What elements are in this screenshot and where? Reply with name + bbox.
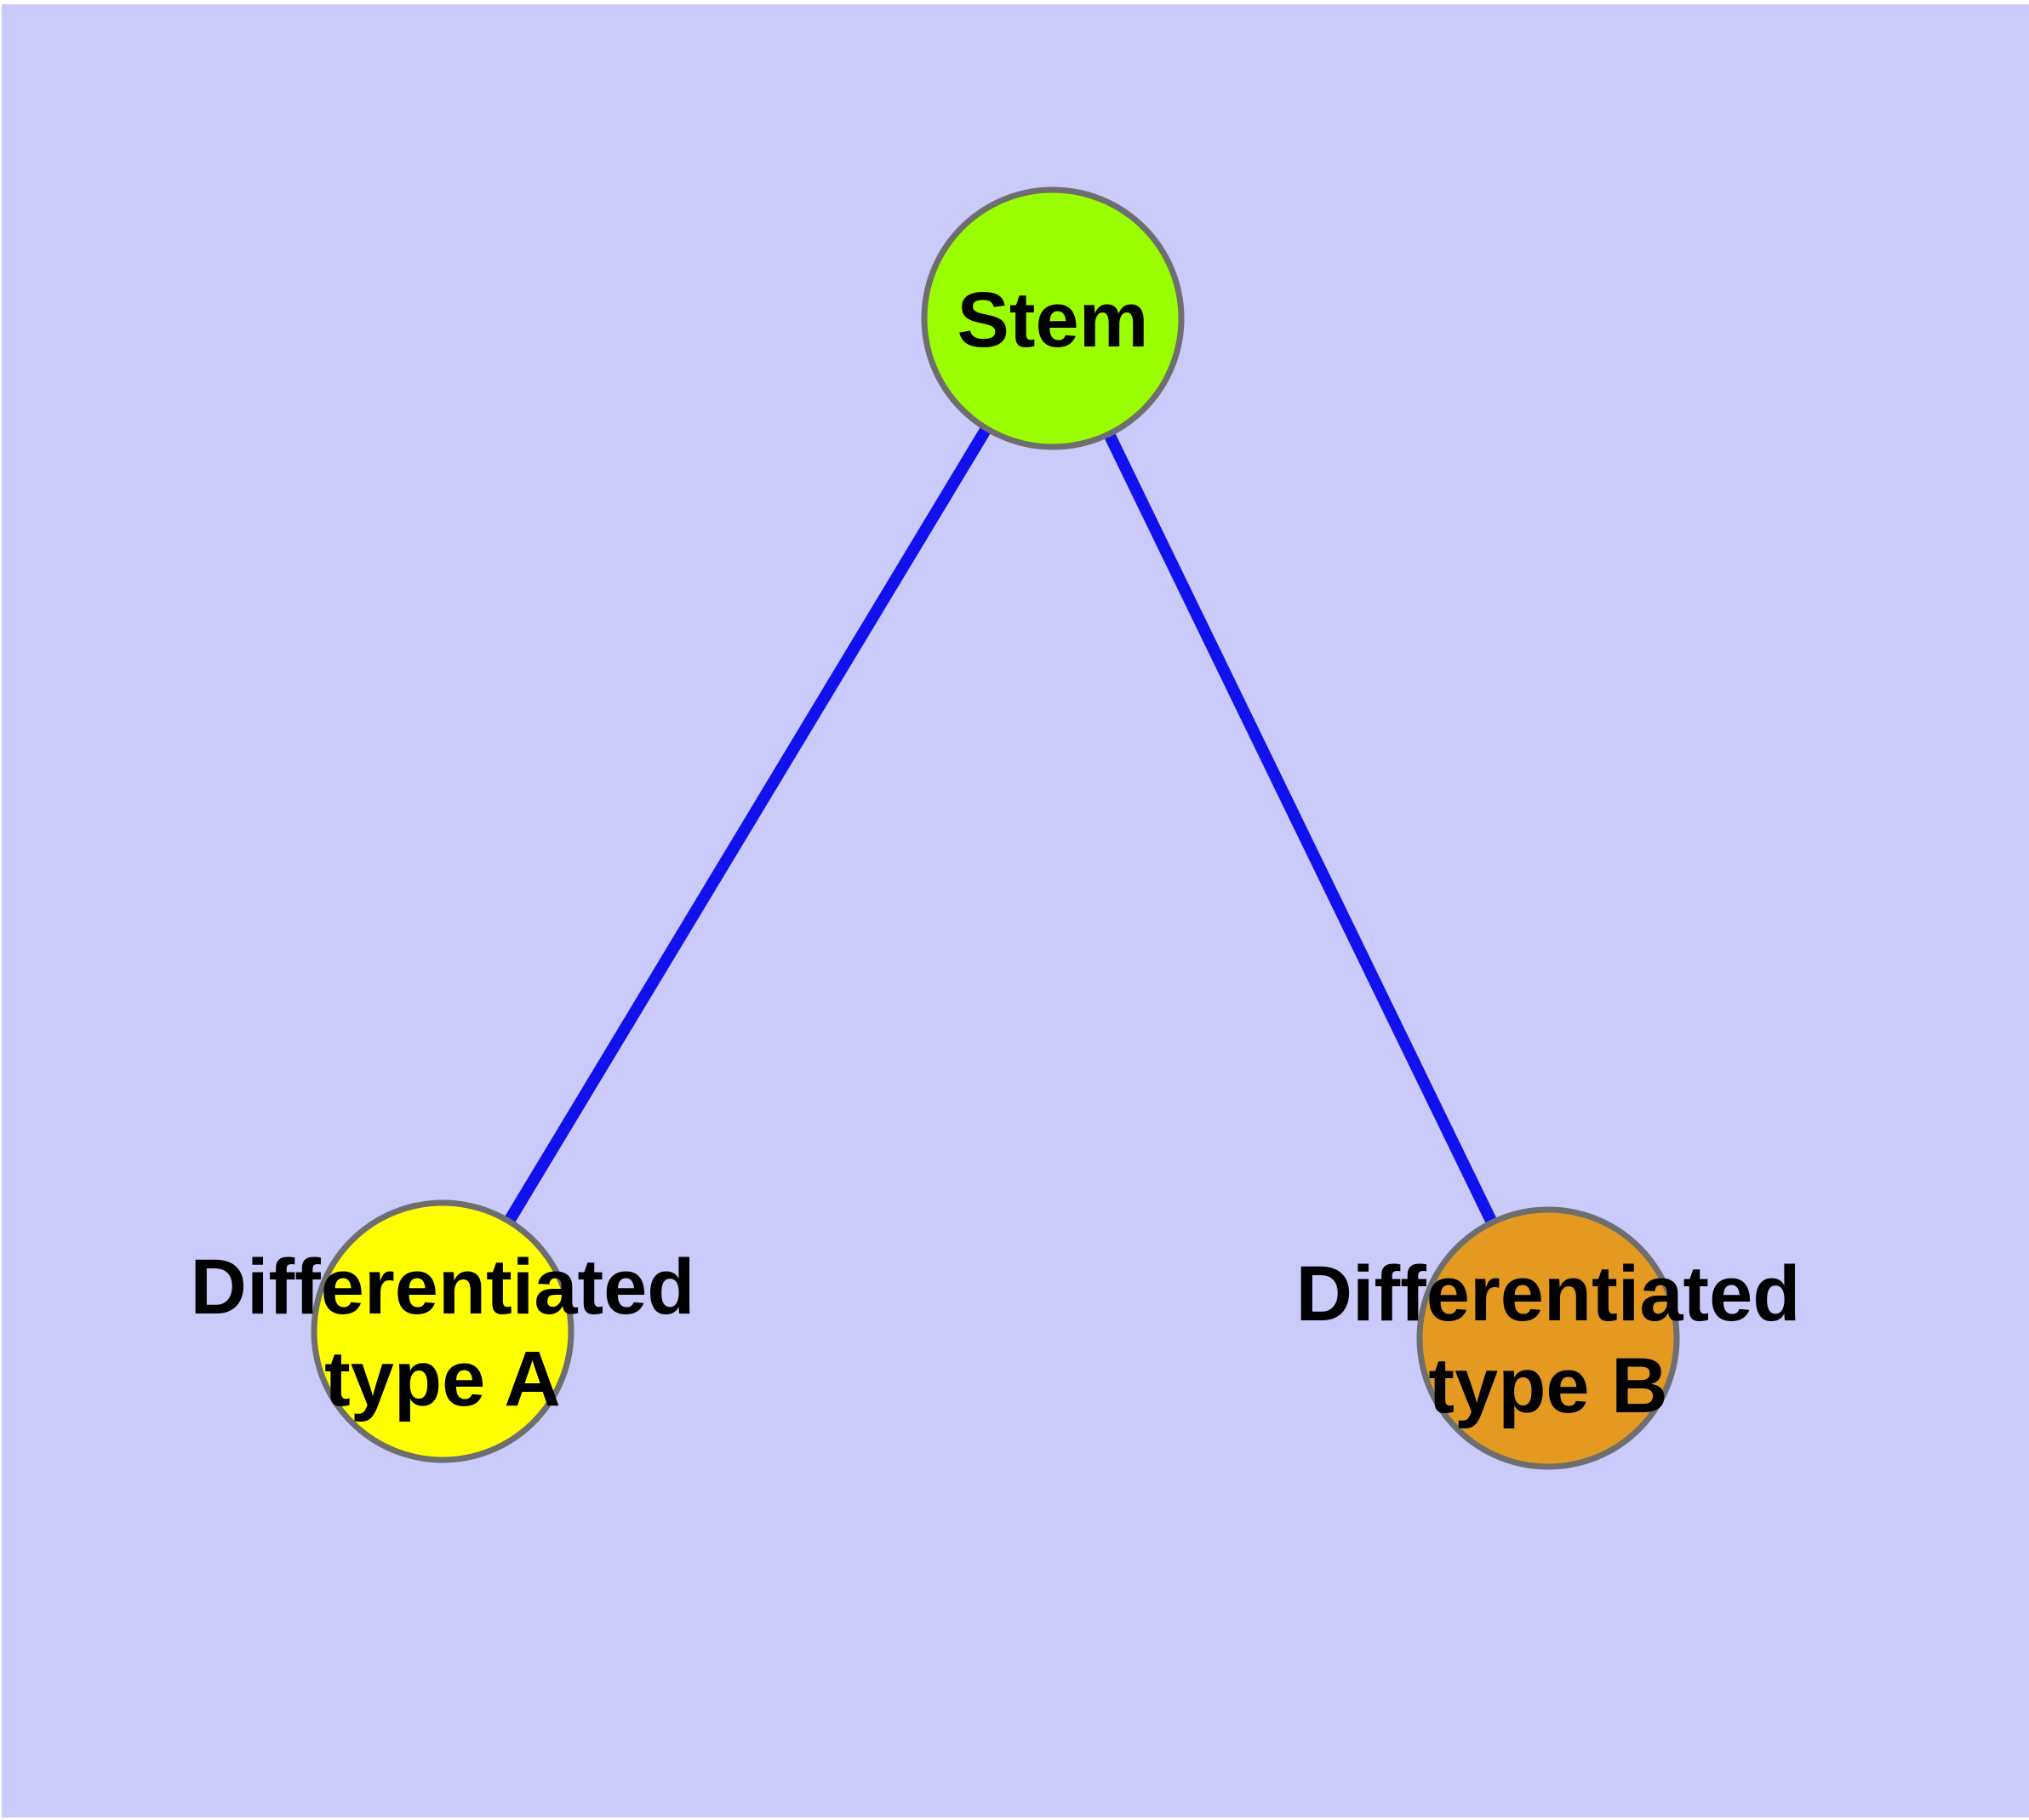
node-stem-label: Stem: [957, 277, 1149, 363]
node-type-b-label-line2: type B: [1428, 1342, 1667, 1429]
node-differentiated-type-a: [311, 1199, 574, 1463]
node-type-a-label-line1: Differentiated: [191, 1244, 695, 1331]
node-stem: [921, 186, 1185, 450]
node-differentiated-type-b: [1416, 1206, 1680, 1470]
node-type-b-label-line1: Differentiated: [1296, 1251, 1801, 1337]
edge-stem-to-type-a: [437, 315, 1058, 1335]
edge-stem-to-type-b: [1047, 315, 1554, 1342]
node-type-a-label-line2: type A: [324, 1336, 561, 1422]
